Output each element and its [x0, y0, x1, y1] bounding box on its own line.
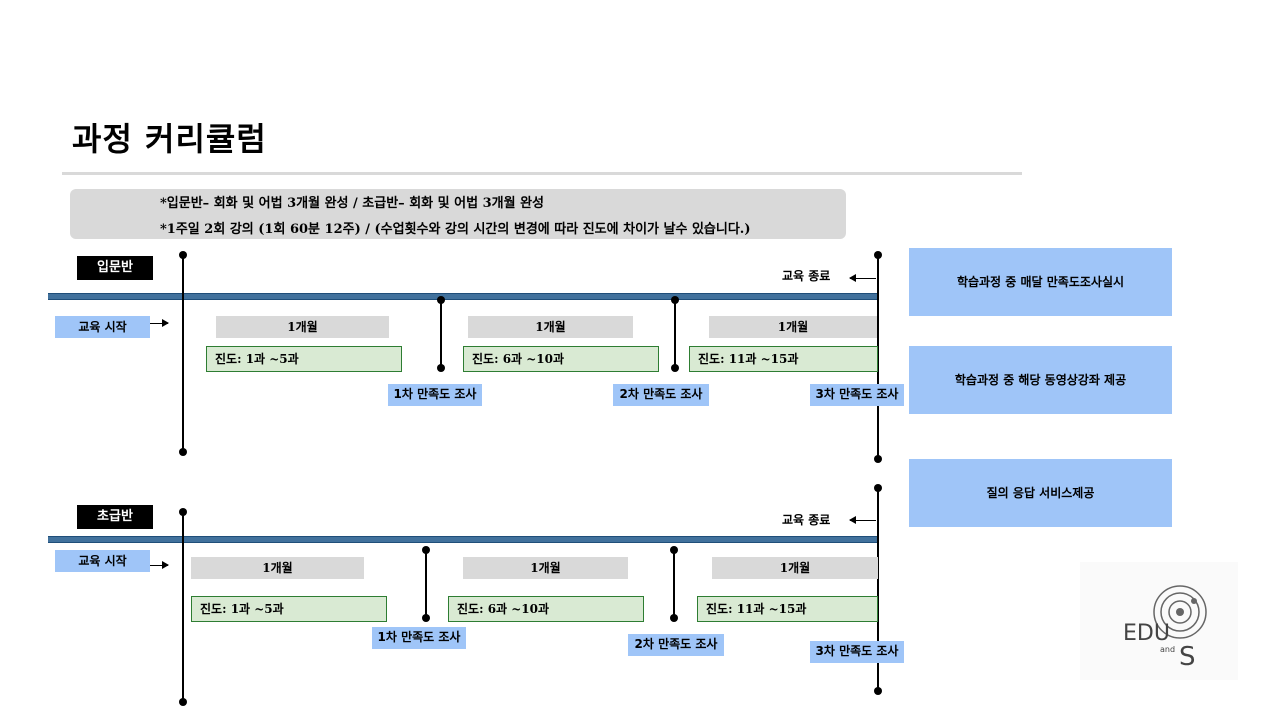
month-label: 1개월 — [216, 316, 389, 338]
start-line — [182, 512, 184, 702]
end-line-dot — [874, 687, 882, 695]
end-line-dot — [874, 251, 882, 259]
end-line-dot — [874, 455, 882, 463]
end-line — [877, 255, 879, 459]
end-arrow — [849, 274, 876, 282]
end-line-dot — [874, 484, 882, 492]
start-arrow — [150, 319, 169, 327]
orbit-logo-icon — [1153, 585, 1207, 639]
month-label: 1개월 — [712, 557, 878, 579]
start-arrow — [150, 561, 169, 569]
progress-box: 진도: 1과 ~5과 — [206, 346, 402, 372]
end-line — [877, 488, 879, 692]
logo-text-and: and — [1160, 645, 1176, 654]
progress-box: 진도: 11과 ~15과 — [689, 346, 878, 372]
survey-marker-line — [673, 550, 675, 620]
start-label: 교육 시작 — [55, 316, 150, 338]
survey-label-2: 2차 만족도 조사 — [628, 634, 724, 656]
survey-label-3: 3차 만족도 조사 — [810, 641, 904, 663]
progress-box: 진도: 1과 ~5과 — [191, 596, 387, 622]
title-divider — [62, 172, 1022, 175]
service-box-monthly-survey: 학습과정 중 매달 만족도조사실시 — [909, 248, 1172, 316]
month-label: 1개월 — [709, 316, 877, 338]
survey-marker-dot — [437, 364, 445, 372]
month-label: 1개월 — [468, 316, 633, 338]
page-title: 과정 커리큘럼 — [72, 120, 267, 158]
progress-box: 진도: 11과 ~15과 — [697, 596, 878, 622]
survey-marker-dot — [437, 296, 445, 304]
survey-label-1: 1차 만족도 조사 — [388, 384, 482, 406]
survey-marker-line — [674, 299, 676, 369]
survey-label-3: 3차 만족도 조사 — [810, 384, 904, 406]
logo-text-s: S — [1179, 642, 1196, 672]
survey-marker-dot — [670, 546, 678, 554]
note-line-1: *입문반– 회화 및 어법 3개월 완성 / 초급반– 회화 및 어법 3개월 … — [160, 196, 544, 211]
progress-box: 진도: 6과 ~10과 — [463, 346, 659, 372]
start-line — [182, 255, 184, 452]
survey-label-1: 1차 만족도 조사 — [372, 627, 466, 649]
logo: EDU and S — [1080, 562, 1238, 680]
end-label: 교육 종료 — [782, 269, 831, 283]
survey-marker-dot — [671, 296, 679, 304]
month-label: 1개월 — [191, 557, 364, 579]
survey-marker-dot — [422, 614, 430, 622]
timeline-bar — [48, 293, 878, 300]
survey-marker-dot — [671, 364, 679, 372]
logo-text-edu: EDU — [1123, 621, 1170, 646]
start-label: 교육 시작 — [55, 550, 150, 572]
survey-marker-dot — [422, 546, 430, 554]
survey-marker-dot — [670, 614, 678, 622]
note-line-2: *1주일 2회 강의 (1회 60분 12주) / (수업횟수와 강의 시간의 … — [160, 222, 751, 237]
start-line-dot — [179, 448, 187, 456]
service-box-video-lecture: 학습과정 중 해당 동영상강좌 제공 — [909, 346, 1172, 414]
service-box-qa: 질의 응답 서비스제공 — [909, 459, 1172, 527]
end-label: 교육 종료 — [782, 513, 831, 527]
start-line-dot — [179, 698, 187, 706]
survey-label-2: 2차 만족도 조사 — [613, 384, 709, 406]
level-badge-beginner: 입문반 — [77, 256, 153, 280]
level-badge-elementary: 초급반 — [77, 505, 153, 529]
survey-marker-line — [425, 550, 427, 620]
progress-box: 진도: 6과 ~10과 — [448, 596, 644, 622]
month-label: 1개월 — [463, 557, 628, 579]
notes-box — [70, 189, 846, 239]
timeline-bar — [48, 536, 878, 543]
end-arrow — [849, 516, 876, 524]
start-line-dot — [179, 508, 187, 516]
survey-marker-line — [440, 299, 442, 369]
start-line-dot — [179, 251, 187, 259]
